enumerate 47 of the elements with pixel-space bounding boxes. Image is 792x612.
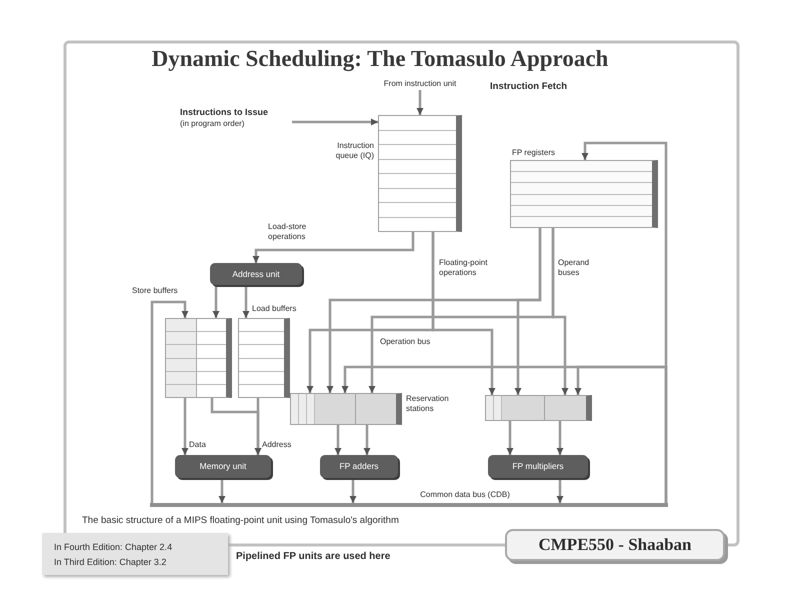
connector-arrow bbox=[182, 398, 188, 455]
connector-arrow bbox=[514, 228, 542, 395]
component-label: Instruction queue (IQ) bbox=[334, 141, 374, 161]
connector-arrow bbox=[364, 425, 370, 455]
connector-arrow bbox=[432, 232, 496, 395]
note-panel bbox=[42, 533, 228, 575]
component-label: Common data bus (CDB) bbox=[419, 490, 511, 500]
component-label: FP registers bbox=[512, 148, 556, 158]
title-plate: CMPE550 - Shaaban bbox=[505, 529, 725, 561]
connector-arrow bbox=[574, 366, 668, 503]
connector-arrow bbox=[350, 478, 356, 503]
connector-arrow bbox=[218, 478, 226, 503]
functional-unit-box: Memory unit bbox=[175, 455, 271, 478]
connector-arrow bbox=[416, 90, 424, 115]
instruction-queue bbox=[378, 115, 462, 232]
slide-title: Dynamic Scheduling: The Tomasulo Approach bbox=[150, 45, 610, 73]
component-label: Reservation stations bbox=[406, 394, 450, 414]
heading-text: Instructions to Issue bbox=[180, 106, 270, 118]
connector-arrow bbox=[552, 228, 568, 395]
note-text: Pipelined FP units are used here bbox=[236, 551, 390, 563]
buffer-stack bbox=[238, 318, 290, 398]
bus-bar bbox=[150, 503, 668, 507]
component-label: Store buffers bbox=[132, 286, 179, 296]
reservation-station bbox=[290, 393, 402, 425]
reservation-station bbox=[485, 395, 592, 421]
flow-text: From instruction unit bbox=[362, 78, 478, 90]
connector-arrow bbox=[150, 300, 188, 503]
functional-unit-box: FP multipliers bbox=[488, 455, 588, 478]
component-label: Load buffers bbox=[252, 304, 298, 314]
connector-arrow bbox=[556, 478, 564, 503]
connector-arrow bbox=[210, 398, 262, 455]
connector-arrow bbox=[252, 232, 414, 263]
connector-arrow bbox=[242, 285, 250, 318]
buffer-stack bbox=[165, 318, 232, 398]
functional-unit-box: Address unit bbox=[210, 263, 302, 285]
stage-label: Instruction Fetch bbox=[490, 81, 568, 93]
figure-caption: The basic structure of a MIPS floating-point unit using Tomasulo's algorithm bbox=[82, 515, 399, 527]
connector-arrow bbox=[292, 118, 378, 126]
note-text: (in program order) bbox=[180, 118, 246, 130]
connector-arrow bbox=[556, 421, 564, 455]
register-file bbox=[510, 160, 658, 228]
connector-arrow bbox=[506, 421, 514, 455]
reference-text: In Third Edition: Chapter 3.2 bbox=[54, 556, 168, 568]
connector-arrow bbox=[212, 285, 220, 318]
reference-text: In Fourth Edition: Chapter 2.4 bbox=[54, 540, 174, 552]
connector-arrow bbox=[334, 425, 342, 455]
functional-unit-box: FP adders bbox=[320, 455, 398, 478]
